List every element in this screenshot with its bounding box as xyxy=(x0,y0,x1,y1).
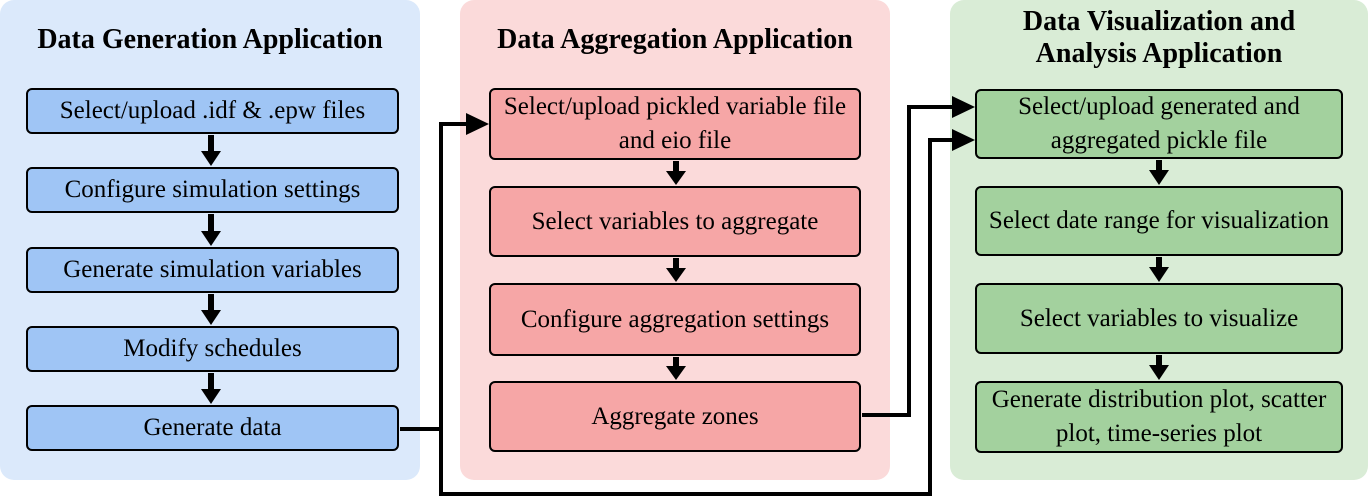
step-generate-data: Generate data xyxy=(26,405,399,451)
step-select-variables-to-visualize: Select variables to visualize xyxy=(975,283,1343,354)
step-modify-schedules: Modify schedules xyxy=(26,326,399,372)
step-configure-aggregation-settings: Configure aggregation settings xyxy=(489,283,861,356)
step-generate-simulation-variables: Generate simulation variables xyxy=(26,247,399,293)
step-select-date-range: Select date range for visualization xyxy=(975,186,1343,256)
data-generation-title: Data Generation Application xyxy=(37,24,383,55)
data-visualization-title: Data Visualization and Analysis Applicat… xyxy=(1022,6,1296,69)
step-select-upload-pickled-eio: Select/upload pickled variable file and … xyxy=(489,88,861,160)
step-select-upload-pickle-file: Select/upload generated and aggregated p… xyxy=(975,89,1343,159)
data-aggregation-title: Data Aggregation Application xyxy=(497,24,853,55)
step-generate-plots: Generate distribution plot, scatter plot… xyxy=(975,381,1343,453)
step-configure-simulation-settings: Configure simulation settings xyxy=(26,167,399,213)
step-select-variables-to-aggregate: Select variables to aggregate xyxy=(489,186,861,257)
step-aggregate-zones: Aggregate zones xyxy=(489,381,861,452)
step-select-upload-idf-epw: Select/upload .idf & .epw files xyxy=(26,88,399,134)
